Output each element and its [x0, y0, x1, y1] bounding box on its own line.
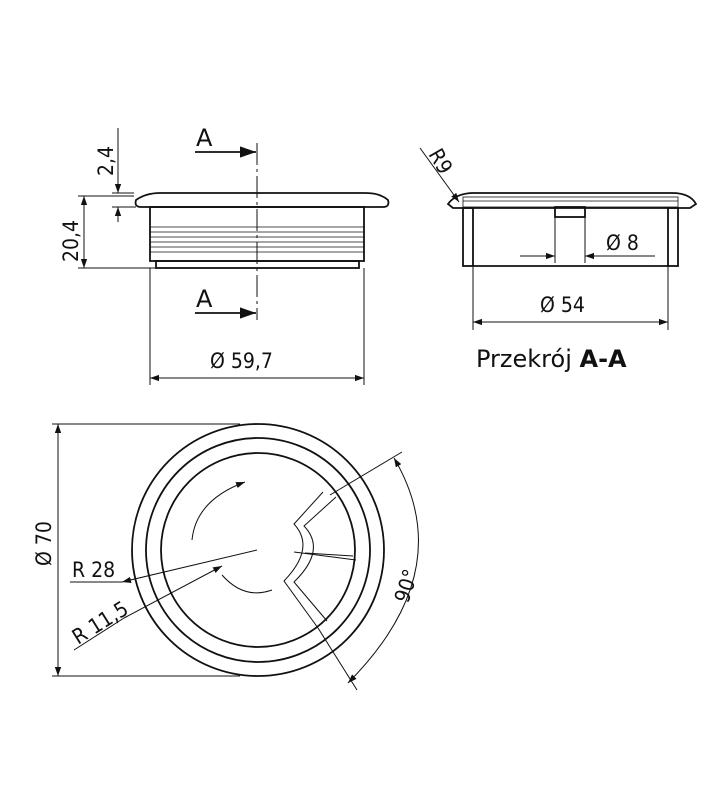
dim-inner-radius: R 11,5 [68, 596, 133, 649]
rotation-arrow [191, 481, 246, 541]
dim-height: 20,4 [59, 220, 83, 262]
section-view: R9 Ø 8 Ø 54 Przekrój A-A [419, 145, 698, 373]
section-caption-prefix: Przekrój [476, 345, 580, 373]
side-view: A A 2,4 20,4 Ø 59,7 [59, 124, 390, 385]
dim-inner-diameter: Ø 54 [540, 293, 585, 317]
r115-leader [123, 565, 223, 619]
dim-radius-r9: R9 [424, 145, 457, 179]
inner-hub-arc [221, 574, 273, 594]
side-cap-outline [134, 192, 390, 208]
section-flange-outline [446, 192, 698, 209]
top-view: R 28 R 11,5 Ø 70 90° [32, 423, 423, 691]
dim-outer-diameter: Ø 59,7 [210, 349, 273, 373]
section-marker-top: A [196, 124, 213, 152]
dim-lip-thickness: 2,4 [94, 146, 118, 176]
section-marker-bottom: A [196, 285, 213, 313]
section-wall-right [667, 207, 679, 267]
dim-cap-diameter: Ø 70 [32, 521, 56, 566]
dim-outer-radius: R 28 [72, 558, 115, 582]
section-hole-notch [554, 206, 586, 218]
top-inner-circle [160, 452, 356, 648]
section-caption-bold: A-A [580, 345, 628, 373]
dim-angle-90: 90° [390, 566, 423, 605]
top-rim-circle [145, 437, 371, 663]
top-outer-circle [131, 423, 385, 677]
section-lid-hatch [462, 196, 679, 208]
dim-hole-diameter: Ø 8 [606, 231, 639, 255]
section-caption: Przekrój A-A [476, 345, 627, 373]
angle-arc-90 [347, 457, 419, 684]
r28-leader [121, 549, 258, 583]
lid-segment-outline [283, 491, 324, 629]
side-thread-lines [150, 226, 364, 253]
r9-leader [419, 147, 460, 203]
section-wall-left [462, 207, 474, 267]
